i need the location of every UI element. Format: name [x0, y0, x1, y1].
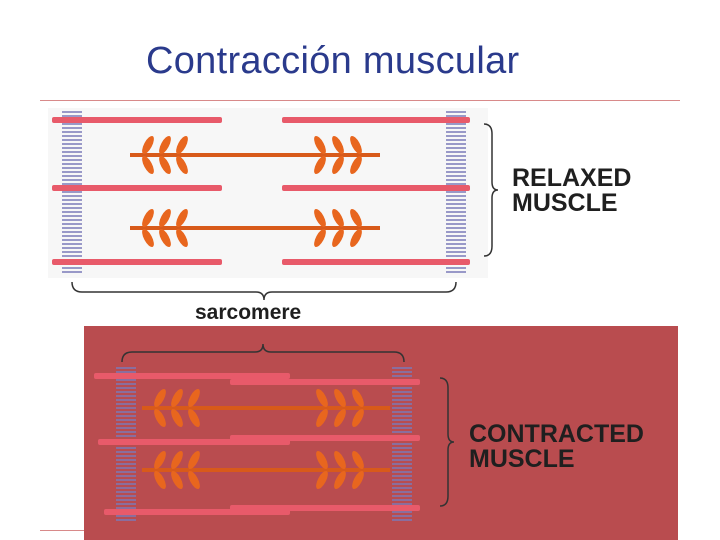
- myosin-head: [332, 135, 344, 155]
- myosin-head: [188, 408, 200, 428]
- myosin-head: [334, 470, 346, 490]
- myosin-head: [316, 408, 328, 428]
- myosin-head: [159, 228, 171, 248]
- actin-filament: [52, 117, 222, 123]
- myosin-head: [154, 450, 166, 470]
- myosin-filament: [130, 226, 380, 230]
- myosin-head: [334, 450, 346, 470]
- myosin-head: [176, 228, 188, 248]
- title-divider: [40, 100, 680, 101]
- myosin-head: [159, 135, 171, 155]
- myosin-head: [176, 208, 188, 228]
- label-brace: [439, 377, 455, 507]
- myosin-head: [332, 208, 344, 228]
- myosin-head: [352, 388, 364, 408]
- myosin-head: [142, 208, 154, 228]
- myosin-head: [316, 470, 328, 490]
- footer-divider: [40, 530, 85, 531]
- myosin-head: [350, 228, 362, 248]
- relaxed-panel: [48, 108, 488, 278]
- myosin-head: [188, 470, 200, 490]
- myosin-head: [314, 208, 326, 228]
- myosin-head: [171, 408, 183, 428]
- myosin-head: [154, 470, 166, 490]
- myosin-head: [334, 408, 346, 428]
- actin-filament: [230, 379, 420, 385]
- myosin-filament: [130, 153, 380, 157]
- sarcomere-bracket: [121, 343, 405, 363]
- myosin-head: [171, 470, 183, 490]
- myosin-head: [352, 470, 364, 490]
- myosin-head: [332, 228, 344, 248]
- myosin-head: [350, 155, 362, 175]
- actin-filament: [282, 185, 470, 191]
- myosin-head: [171, 388, 183, 408]
- actin-filament: [230, 435, 420, 441]
- myosin-head: [188, 388, 200, 408]
- actin-filament: [282, 117, 470, 123]
- myosin-head: [352, 408, 364, 428]
- myosin-head: [142, 228, 154, 248]
- myosin-head: [159, 208, 171, 228]
- sarcomere-bracket: [71, 281, 457, 301]
- slide-title: Contracción muscular: [146, 40, 520, 82]
- myosin-head: [316, 450, 328, 470]
- myosin-head: [176, 155, 188, 175]
- myosin-head: [314, 155, 326, 175]
- myosin-head: [332, 155, 344, 175]
- myosin-head: [188, 450, 200, 470]
- myosin-head: [352, 450, 364, 470]
- myosin-head: [350, 208, 362, 228]
- myosin-head: [316, 388, 328, 408]
- label-brace: [483, 123, 499, 257]
- myosin-head: [171, 450, 183, 470]
- actin-filament: [52, 259, 222, 265]
- myosin-head: [176, 135, 188, 155]
- actin-filament: [94, 373, 290, 379]
- myosin-filament: [142, 406, 390, 410]
- actin-filament: [230, 505, 420, 511]
- sarcomere-label: sarcomere: [195, 301, 302, 324]
- contracted-label-line2: MUSCLE: [469, 445, 575, 473]
- myosin-head: [142, 135, 154, 155]
- myosin-head: [334, 388, 346, 408]
- relaxed-label-line1: RELAXED: [512, 164, 632, 192]
- contracted-label-line1: CONTRACTED: [469, 420, 644, 448]
- actin-filament: [282, 259, 470, 265]
- myosin-head: [154, 388, 166, 408]
- contracted-panel: [84, 326, 678, 540]
- myosin-head: [154, 408, 166, 428]
- relaxed-muscle-label: RELAXED MUSCLE: [512, 166, 631, 216]
- actin-filament: [52, 185, 222, 191]
- myosin-head: [314, 135, 326, 155]
- myosin-head: [142, 155, 154, 175]
- myosin-head: [350, 135, 362, 155]
- myosin-head: [314, 228, 326, 248]
- relaxed-label-line2: MUSCLE: [512, 189, 618, 217]
- myosin-head: [159, 155, 171, 175]
- myosin-filament: [142, 468, 390, 472]
- contracted-muscle-label: CONTRACTED MUSCLE: [469, 422, 644, 472]
